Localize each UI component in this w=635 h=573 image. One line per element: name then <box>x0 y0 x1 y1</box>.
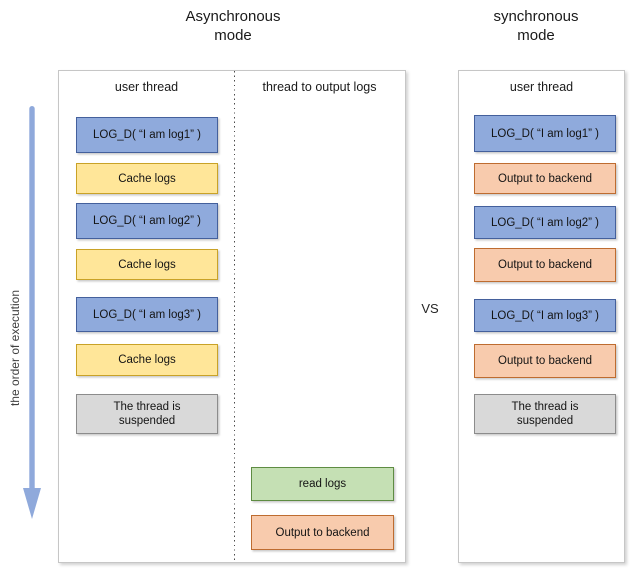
log-call-box: LOG_D( “I am log1” ) <box>76 117 218 153</box>
cache-logs-box: Cache logs <box>76 163 218 194</box>
cache-logs-box: Cache logs <box>76 344 218 376</box>
sync-user-thread-header: user thread <box>509 80 574 94</box>
thread-suspended-box: The thread is suspended <box>474 394 616 434</box>
sync-mode-title: synchronous mode <box>493 8 579 44</box>
log-call-box: LOG_D( “I am log3” ) <box>76 297 218 332</box>
output-to-backend-box: Output to backend <box>251 515 394 550</box>
sync-panel: user thread LOG_D( “I am log1” ) Output … <box>458 70 625 563</box>
read-logs-box: read logs <box>251 467 394 501</box>
log-call-box: LOG_D( “I am log3” ) <box>474 299 616 332</box>
cache-logs-box: Cache logs <box>76 249 218 280</box>
execution-order-arrow-icon <box>23 106 41 519</box>
thread-column-divider <box>234 71 235 562</box>
thread-suspended-box: The thread is suspended <box>76 394 218 434</box>
output-to-backend-box: Output to backend <box>474 163 616 194</box>
execution-order-label: the order of execution <box>8 289 22 407</box>
async-user-thread-header: user thread <box>114 80 179 94</box>
log-call-box: LOG_D( “I am log1” ) <box>474 115 616 152</box>
output-to-backend-box: Output to backend <box>474 248 616 282</box>
async-mode-title: Asynchronous mode <box>185 8 281 44</box>
async-panel: user thread thread to output logs LOG_D(… <box>58 70 406 563</box>
log-call-box: LOG_D( “I am log2” ) <box>474 206 616 239</box>
async-output-thread-header: thread to output logs <box>262 80 377 94</box>
vs-label: VS <box>421 301 439 316</box>
log-call-box: LOG_D( “I am log2” ) <box>76 203 218 239</box>
output-to-backend-box: Output to backend <box>474 344 616 378</box>
